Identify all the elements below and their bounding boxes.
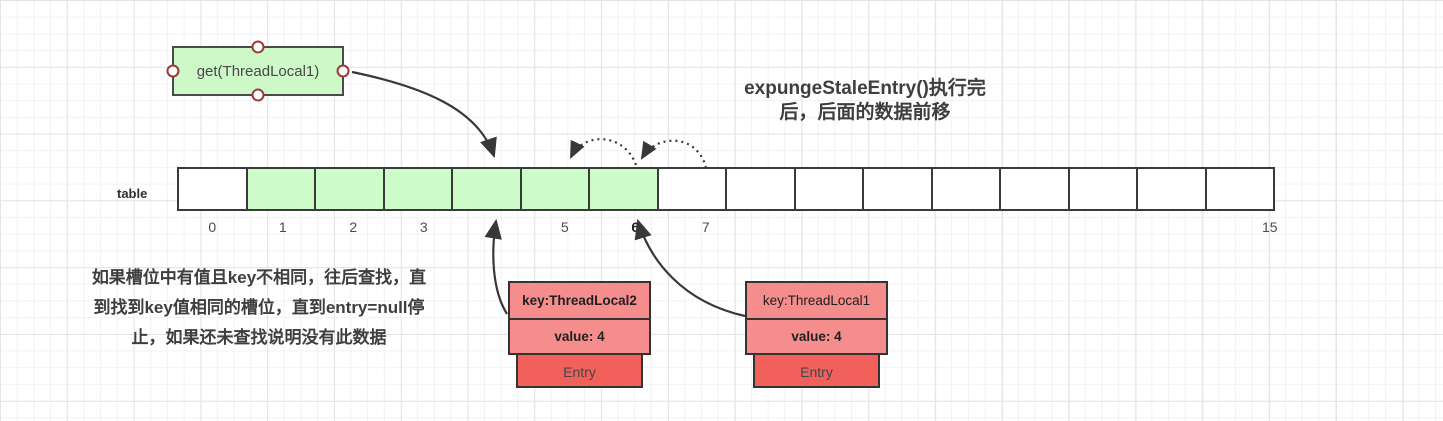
entry-value-row: value: 4 [747, 318, 886, 353]
array-index-label: 4 [490, 219, 499, 235]
array-index-label: 3 [419, 219, 428, 235]
entry-key-row: key:ThreadLocal2 [522, 293, 637, 308]
array-cell[interactable] [1204, 167, 1275, 211]
dotted-arc-cell7-to-cell6 [640, 139, 708, 169]
entry-tag-label: Entry [563, 364, 596, 380]
get-threadlocal1-label: get(ThreadLocal1) [196, 62, 320, 80]
array-cell[interactable] [1067, 167, 1138, 211]
selection-handle-right[interactable] [336, 64, 350, 78]
array-index-label [1094, 219, 1165, 235]
array-cell[interactable] [314, 167, 385, 211]
array-cell[interactable] [656, 167, 727, 211]
selection-handle-top[interactable] [251, 40, 265, 54]
array-cell[interactable] [862, 167, 933, 211]
index-row: 0 1 2 3 4 5 6 7 15 [177, 219, 1305, 235]
array-cell[interactable] [1136, 167, 1207, 211]
note-annotation: 如果槽位中有值且key不相同，往后查找，直 到找到key值相同的槽位，直到ent… [91, 268, 427, 347]
entry-key-row: key:ThreadLocal1 [762, 293, 871, 308]
dotted-arc-cell6-to-cell5 [570, 138, 638, 166]
array-index-label: 1 [278, 219, 287, 235]
array-cell[interactable] [382, 167, 453, 211]
arrow-entry2-to-index6 [634, 218, 746, 318]
entry-tag-label: Entry [800, 364, 833, 380]
array-cell[interactable] [999, 167, 1070, 211]
array-cell[interactable] [930, 167, 1001, 211]
table-array [177, 167, 1275, 211]
array-index-label: 7 [701, 219, 710, 235]
array-index-label: 6 [631, 219, 640, 235]
array-cell[interactable] [793, 167, 864, 211]
array-index-label: 5 [560, 219, 569, 235]
array-index-label [1164, 219, 1235, 235]
arrow-get-to-cell4 [351, 70, 497, 159]
array-cell[interactable] [519, 167, 590, 211]
array-cell[interactable] [588, 167, 659, 211]
selection-handle-bottom[interactable] [251, 88, 265, 102]
selection-handle-left[interactable] [166, 64, 180, 78]
entry-keyvalue-box[interactable]: key:ThreadLocal2 value: 4 [508, 281, 651, 355]
array-index-label [1023, 219, 1094, 235]
array-index-label: 15 [1261, 219, 1278, 235]
title-annotation: expungeStaleEntry()执行完 后，后面的数据前移 [744, 78, 986, 123]
array-index-label [812, 219, 883, 235]
table-label: table [117, 186, 148, 201]
array-index-label [953, 219, 1024, 235]
array-cell[interactable] [725, 167, 796, 211]
array-index-label [882, 219, 953, 235]
array-index-label: 2 [349, 219, 358, 235]
entry-value-row: value: 4 [510, 318, 649, 353]
entry-keyvalue-box[interactable]: key:ThreadLocal1 value: 4 [745, 281, 888, 355]
array-cell[interactable] [245, 167, 316, 211]
array-cell[interactable] [177, 167, 248, 211]
array-index-label [741, 219, 812, 235]
get-threadlocal1-node[interactable]: get(ThreadLocal1) [166, 40, 350, 102]
array-index-label: 0 [208, 219, 217, 235]
array-cell[interactable] [451, 167, 522, 211]
